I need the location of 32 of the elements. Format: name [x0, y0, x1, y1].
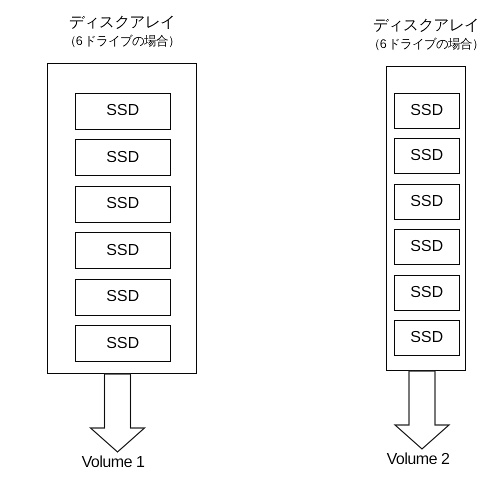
volume-label: Volume 1	[80, 454, 146, 472]
drive-label: SSD	[409, 284, 444, 302]
array-heading: ディスクアレイ	[372, 16, 477, 36]
ssd-box	[394, 138, 460, 174]
ssd-box	[74, 325, 171, 362]
drive-label: SSD	[105, 102, 140, 120]
drive-label: SSD	[409, 192, 444, 211]
block-arrow	[88, 373, 146, 453]
array-subheading: （6 ドライブの場合）	[64, 33, 180, 50]
drive-label: SSD	[409, 102, 444, 120]
ssd-box	[74, 186, 171, 223]
ssd-box	[74, 139, 171, 176]
volume-label: Volume 2	[386, 451, 450, 469]
ssd-box	[394, 274, 460, 311]
ssd-box	[74, 232, 171, 270]
drive-label: SSD	[409, 147, 444, 166]
drive-label: SSD	[105, 242, 140, 260]
ssd-box	[394, 184, 460, 220]
ssd-box	[74, 92, 171, 130]
ssd-box	[74, 278, 171, 316]
array-heading: ディスクアレイ	[68, 13, 176, 33]
drive-label: SSD	[409, 238, 444, 256]
ssd-box	[394, 320, 460, 356]
drive-label: SSD	[409, 329, 444, 348]
block-arrow	[393, 370, 451, 450]
ssd-box	[394, 229, 460, 266]
array-subheading: （6 ドライブの場合）	[368, 36, 477, 53]
drive-label: SSD	[105, 148, 140, 167]
drive-label: SSD	[105, 195, 140, 214]
drive-label: SSD	[105, 334, 140, 353]
ssd-box	[394, 92, 460, 129]
drive-label: SSD	[105, 288, 140, 306]
